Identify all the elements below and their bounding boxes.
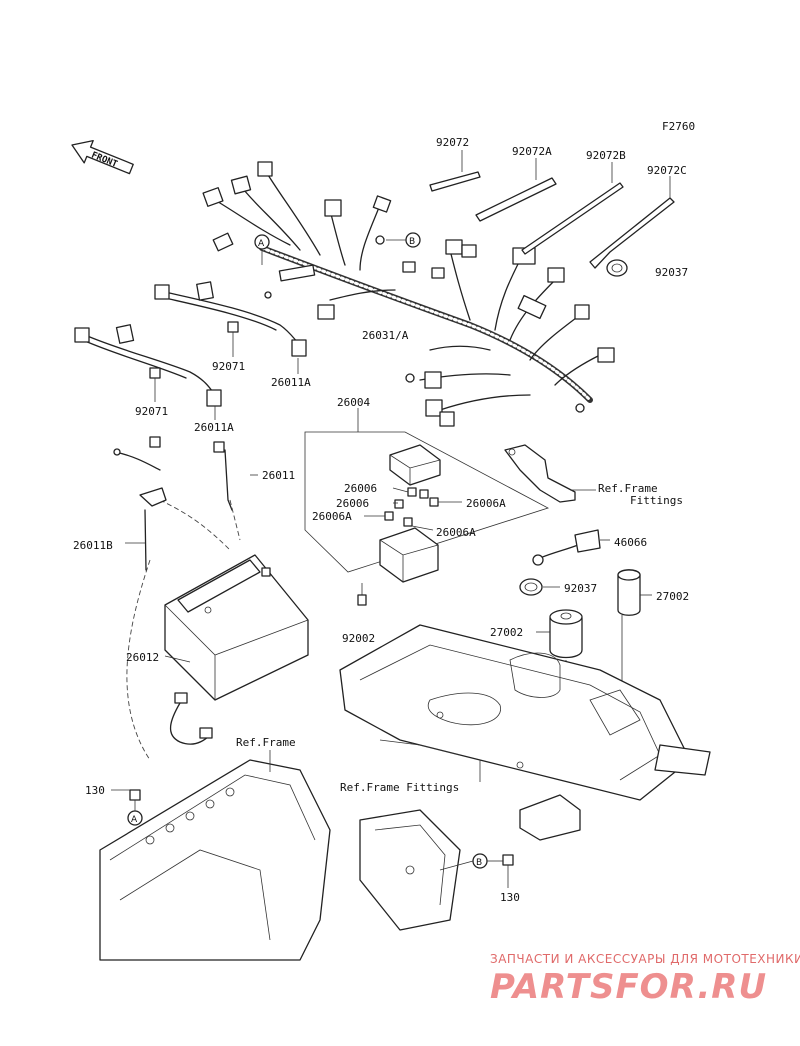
- part-label: 92002: [342, 632, 375, 645]
- part-label: 26006A: [436, 526, 476, 539]
- cable-tie-92072: [429, 150, 481, 192]
- callout-b-top: B: [386, 232, 421, 248]
- part-label: 26011: [262, 469, 295, 482]
- main-wiring-harness: [202, 161, 615, 427]
- cable-tie-92072c: [589, 176, 675, 269]
- ref-frame-fittings-top-line2: Fittings: [630, 494, 683, 507]
- horn-27002-center: [536, 609, 583, 761]
- callout-b-bottom: B: [439, 853, 503, 871]
- sub-harness-26011a-lower: [74, 324, 222, 420]
- part-label: 27002: [490, 626, 523, 639]
- horn-27002-right: [617, 569, 652, 700]
- watermark: ЗАПЧАСТИ И АКСЕССУАРЫ ДЛЯ МОТОТЕХНИКИ PA…: [490, 952, 800, 1007]
- callout-a-top: A: [254, 234, 270, 265]
- frame-fittings-tray: [339, 624, 711, 841]
- clamp-92037-lower: [519, 578, 560, 596]
- svg-text:B: B: [409, 237, 415, 247]
- cable-tie-92072b: [521, 162, 624, 255]
- battery-26012: [164, 554, 309, 701]
- svg-text:B: B: [476, 858, 482, 868]
- battery-cable-26011: [113, 436, 258, 551]
- part-label: 26006A: [466, 497, 506, 510]
- sub-harness-26011a-upper: [154, 281, 307, 374]
- cable-tie-92072a: [475, 158, 557, 222]
- svg-text:A: A: [131, 815, 138, 825]
- part-label: 130: [85, 784, 105, 797]
- small-lead-harness: [169, 692, 213, 745]
- ref-frame-fittings-bottom: Ref.Frame Fittings: [340, 781, 459, 794]
- part-label: 26031/A: [362, 329, 409, 342]
- part-label: 26011A: [194, 421, 234, 434]
- clamp-92037-top: [606, 259, 628, 277]
- part-label: 92072: [436, 136, 469, 149]
- bolt-130-right: [502, 854, 514, 888]
- battery-cable-26011b: [125, 487, 167, 761]
- part-label: 92072B: [586, 149, 626, 162]
- reference-labels: Ref.Frame Fittings Ref.Frame Ref.Frame F…: [236, 482, 683, 794]
- watermark-brand: PARTSFOR.RU: [490, 967, 767, 1007]
- part-label: 92072C: [647, 164, 687, 177]
- figure-code: F2760: [662, 120, 695, 133]
- part-label: 26012: [126, 651, 159, 664]
- bolt-130-left: [111, 789, 141, 801]
- part-label: 92072A: [512, 145, 552, 158]
- sensor-46066: [532, 529, 610, 566]
- part-label: 92071: [212, 360, 245, 373]
- part-label: 26006A: [312, 510, 352, 523]
- part-label: 27002: [656, 590, 689, 603]
- ref-frame: Ref.Frame: [236, 736, 296, 749]
- main-frame: [99, 750, 461, 961]
- front-arrow-icon: FRONT: [71, 139, 134, 175]
- svg-text:A: A: [258, 239, 265, 249]
- watermark-tagline: ЗАПЧАСТИ И АКСЕССУАРЫ ДЛЯ МОТОТЕХНИКИ: [490, 952, 800, 966]
- ref-frame-fittings-top-line1: Ref.Frame: [598, 482, 658, 495]
- part-label: 26011A: [271, 376, 311, 389]
- relay-box-group-26004: [304, 408, 550, 606]
- part-label: 46066: [614, 536, 647, 549]
- part-label: 26006: [336, 497, 369, 510]
- part-label: 92037: [564, 582, 597, 595]
- frame-fitting-bracket-top: [504, 444, 596, 503]
- part-label: 130: [500, 891, 520, 904]
- part-label: 26004: [337, 396, 370, 409]
- part-label: 92037: [655, 266, 688, 279]
- part-label: 26006: [344, 482, 377, 495]
- part-label: 92071: [135, 405, 168, 418]
- part-label: 26011B: [73, 539, 113, 552]
- part-labels: 92072 92072A 92072B 92072C 92037 26031/A…: [73, 136, 689, 904]
- callout-a-bottom: A: [127, 800, 143, 826]
